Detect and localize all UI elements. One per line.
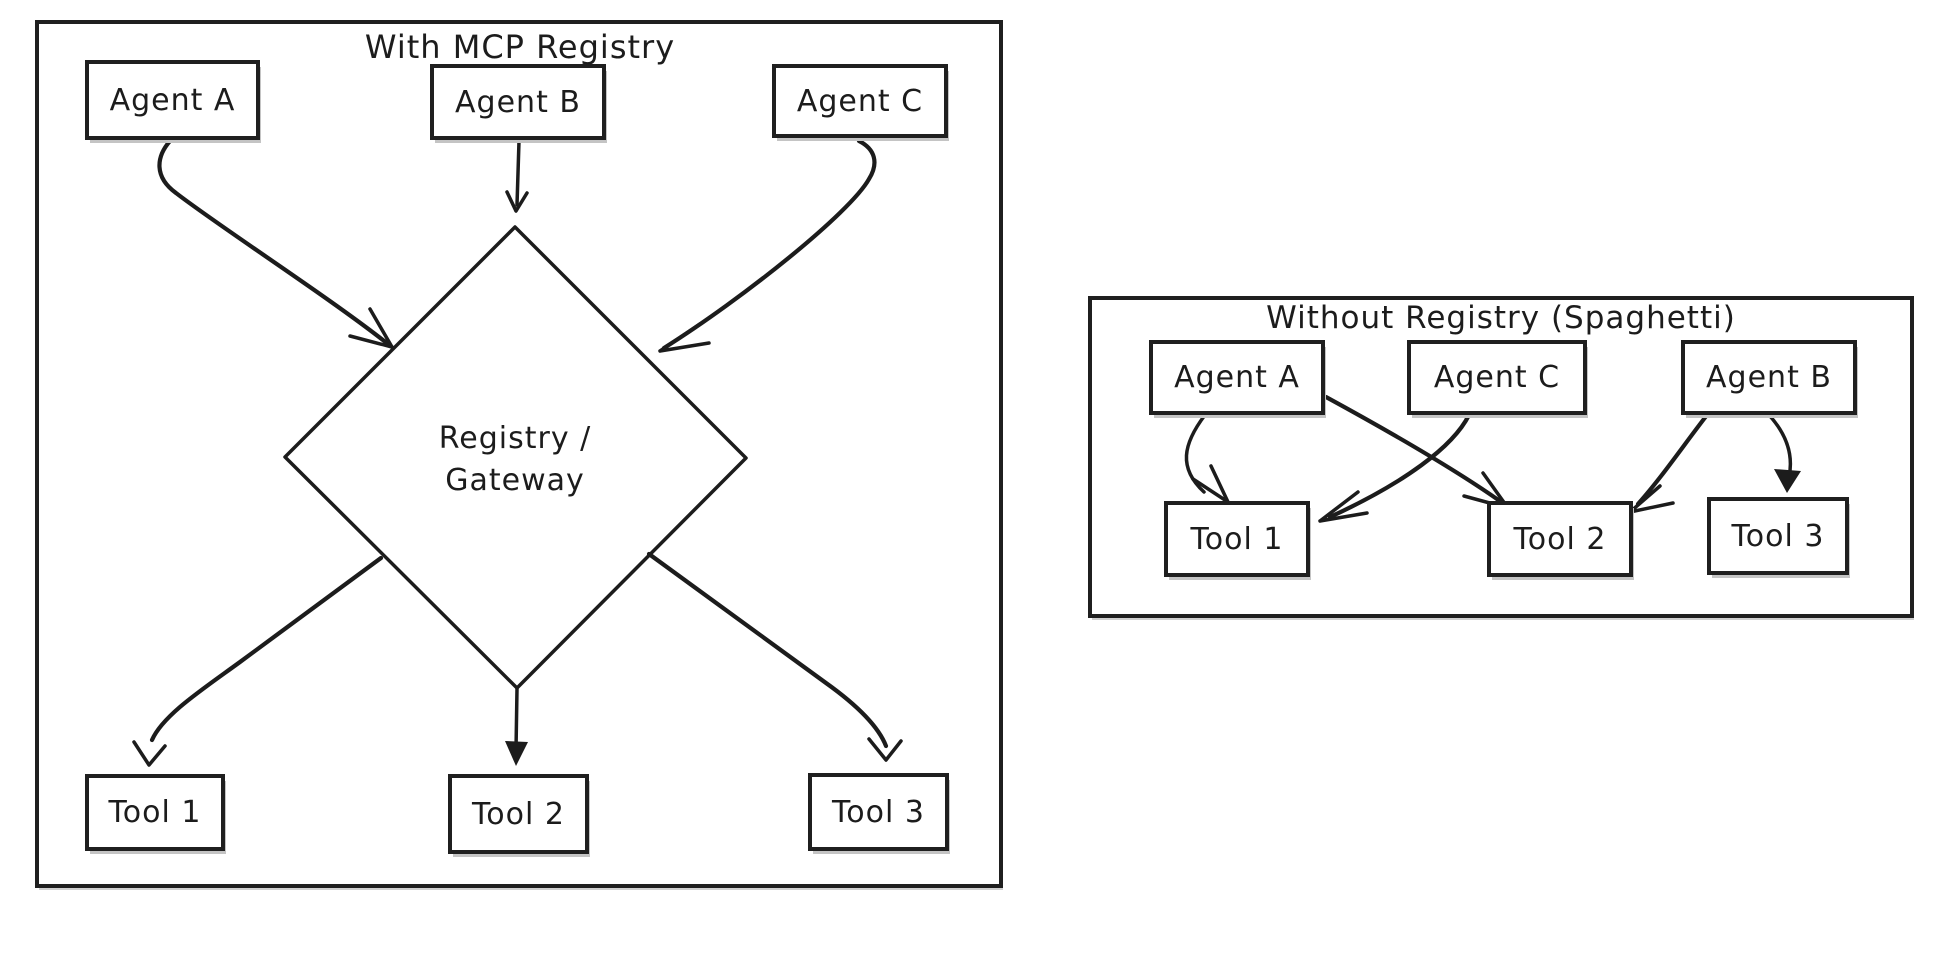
right-tool-2-box: Tool 2	[1487, 501, 1633, 577]
edge-agent-c-to-gateway	[658, 138, 877, 353]
edge-gateway-to-tool2	[505, 687, 528, 766]
left-agent-b-label: Agent B	[455, 84, 581, 120]
right-agent-a-label: Agent A	[1174, 360, 1300, 395]
right-tool-2-label: Tool 2	[1513, 521, 1607, 557]
edge-r-agent-b-to-tool3	[1767, 413, 1801, 493]
edge-r-agent-b-to-tool2	[1628, 412, 1710, 514]
right-tool-3-box: Tool 3	[1707, 497, 1849, 575]
registry-gateway-label: Registry / Gateway	[415, 418, 615, 502]
registry-gateway-label-line1: Registry /	[438, 421, 592, 456]
left-tool-3-box: Tool 3	[808, 773, 949, 851]
left-agent-c-label: Agent C	[796, 83, 924, 119]
right-agent-a-box: Agent A	[1149, 340, 1325, 415]
right-agent-c-label: Agent C	[1433, 360, 1561, 395]
right-tool-1-label: Tool 1	[1190, 521, 1284, 557]
left-tool-1-box: Tool 1	[85, 774, 225, 851]
right-tool-1-box: Tool 1	[1164, 501, 1310, 577]
left-panel-frame	[35, 20, 1003, 888]
left-tool-2-label: Tool 2	[472, 796, 565, 832]
left-agent-c-box: Agent C	[772, 64, 948, 138]
left-tool-2-box: Tool 2	[448, 774, 589, 854]
left-agent-a-box: Agent A	[85, 60, 260, 140]
left-tool-1-label: Tool 1	[108, 795, 202, 830]
left-tool-3-label: Tool 3	[832, 794, 925, 830]
left-panel-title: With MCP Registry	[364, 28, 676, 66]
edge-gateway-to-tool1	[132, 555, 384, 767]
edge-r-agent-a-to-tool1	[1184, 413, 1230, 504]
right-agent-b-label: Agent B	[1706, 360, 1832, 395]
right-panel-frame	[1088, 296, 1914, 618]
left-agent-a-label: Agent A	[109, 82, 236, 118]
right-tool-3-label: Tool 3	[1731, 518, 1825, 554]
edge-agent-b-to-gateway	[505, 139, 529, 213]
right-agent-c-box: Agent C	[1407, 340, 1587, 415]
left-agent-b-box: Agent B	[430, 64, 606, 140]
edge-gateway-to-tool3	[646, 551, 903, 762]
right-agent-b-box: Agent B	[1681, 340, 1857, 415]
registry-gateway-label-line2: Gateway	[445, 463, 585, 498]
edge-agent-a-to-gateway	[157, 138, 394, 349]
right-panel-title: Without Registry (Spaghetti)	[1266, 300, 1736, 336]
edge-r-agent-c-to-tool1	[1318, 412, 1472, 523]
